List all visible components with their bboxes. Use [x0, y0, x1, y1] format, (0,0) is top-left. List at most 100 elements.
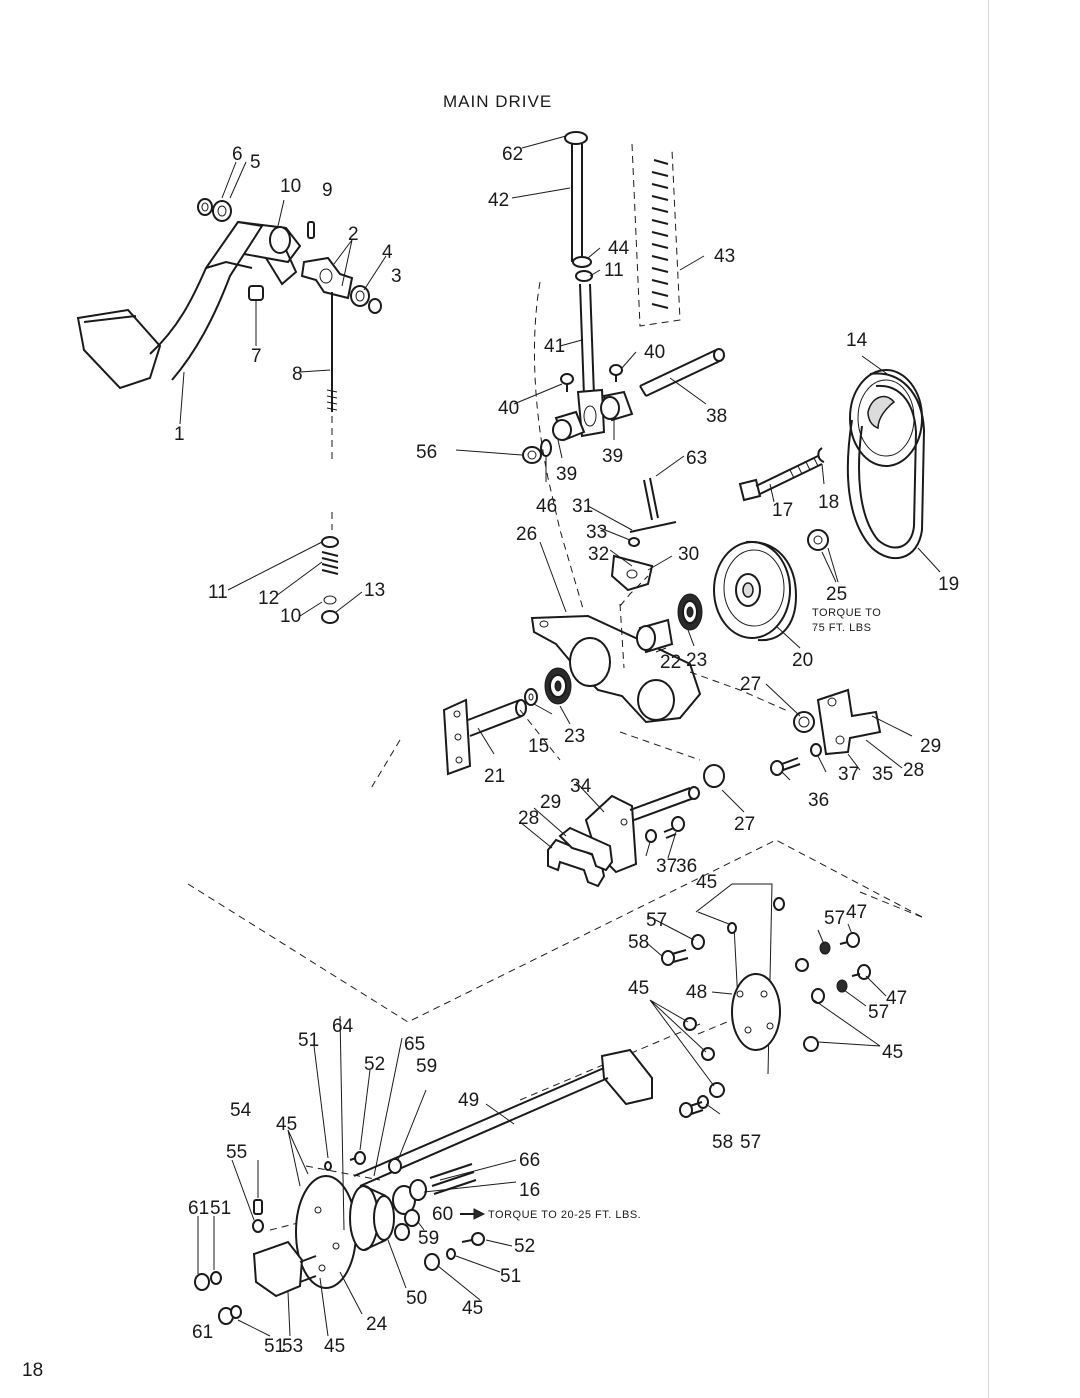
housing-53	[252, 1240, 317, 1298]
callout-58-upper: 58	[628, 932, 649, 953]
shim-28-29	[547, 826, 614, 888]
callout-11-lower: 11	[208, 582, 228, 603]
bracket-30	[610, 554, 654, 592]
callout-33: 33	[586, 522, 607, 543]
screw-52-upper	[349, 1151, 366, 1165]
bolt-36-left	[663, 816, 685, 839]
callout-16: 16	[519, 1180, 540, 1201]
callout-58-lower: 58	[712, 1132, 733, 1153]
bushing-27-upper	[793, 711, 815, 733]
torque-arrow	[460, 1208, 486, 1220]
belt-19	[846, 372, 926, 560]
callout-24: 24	[366, 1314, 388, 1335]
callout-26: 26	[516, 524, 537, 545]
callout-42: 42	[488, 190, 509, 211]
callout-60: 60	[432, 1204, 453, 1225]
screw-40-lower	[560, 373, 574, 392]
studs-66	[429, 1163, 477, 1195]
pin-9	[307, 221, 315, 239]
callout-55: 55	[226, 1142, 247, 1163]
flange-48	[731, 973, 781, 1051]
washer-3	[368, 298, 382, 314]
bushing-27-lower	[703, 764, 725, 788]
callout-50: 50	[406, 1288, 427, 1309]
washer-51-lower	[446, 1248, 456, 1260]
callout-61-lower: 61	[192, 1322, 213, 1343]
callout-59-upper: 59	[416, 1056, 437, 1077]
screw-52-lower	[461, 1232, 485, 1246]
washer-37-left	[645, 829, 657, 843]
callout-20: 20	[792, 650, 813, 671]
callout-28-right: 28	[903, 760, 924, 781]
callout-13: 13	[364, 580, 385, 601]
callout-44: 44	[608, 238, 630, 259]
callout-31: 31	[572, 496, 593, 517]
callout-57-upper: 57	[646, 910, 667, 931]
callout-40-upper: 40	[644, 342, 665, 363]
callout-53: 53	[282, 1336, 303, 1357]
bolt-58-upper	[661, 949, 689, 966]
callout-labels: 1 2 3 4 5 6 7 8 9 10 10 11 11 12 13 14 1…	[174, 144, 959, 1357]
torque-note-25-line2: 75 FT. LBS	[812, 622, 871, 634]
washer-6	[197, 198, 213, 216]
washer-37-right	[810, 743, 822, 757]
callout-52-upper: 52	[364, 1054, 385, 1075]
callout-14: 14	[846, 330, 868, 351]
callout-36-left: 36	[676, 856, 697, 877]
callout-29-left: 29	[540, 792, 561, 813]
callout-45-top: 45	[696, 872, 717, 893]
callout-5: 5	[250, 152, 261, 173]
callout-45-base: 45	[324, 1336, 345, 1357]
callout-43: 43	[714, 246, 735, 267]
lockwasher-57-right	[819, 941, 848, 993]
plate-shaft-21	[442, 698, 527, 776]
rod-42	[571, 144, 583, 262]
pulley-14	[849, 369, 923, 467]
callout-34: 34	[570, 776, 592, 797]
washer-57-lower	[697, 1095, 709, 1109]
pad-7	[248, 285, 264, 301]
callout-35: 35	[872, 764, 893, 785]
washer-44	[572, 256, 592, 268]
nut-25	[807, 529, 829, 551]
page-title: MAIN DRIVE	[443, 92, 553, 111]
callout-54: 54	[230, 1100, 252, 1121]
callout-6: 6	[232, 144, 243, 165]
callout-57-right-bottom: 57	[868, 1002, 889, 1023]
callout-9: 9	[322, 180, 333, 201]
callout-49: 49	[458, 1090, 479, 1111]
nut-56	[522, 446, 542, 464]
washer-54	[252, 1219, 264, 1233]
bolt-17	[738, 455, 823, 502]
callout-45-right: 45	[882, 1042, 903, 1063]
bolt-36-right	[770, 757, 801, 776]
shaft-38	[639, 348, 725, 397]
bearing-23-lower	[544, 667, 572, 705]
callout-40-lower: 40	[498, 398, 519, 419]
callout-64: 64	[332, 1016, 354, 1037]
callout-39-left: 39	[556, 464, 577, 485]
washer-10	[323, 595, 337, 605]
callout-56: 56	[416, 442, 437, 463]
nut-11-upper	[575, 270, 593, 282]
page-edge-line	[988, 0, 989, 1398]
callout-45-bottom: 45	[462, 1298, 483, 1319]
arm-31	[629, 521, 677, 533]
callout-36-right: 36	[808, 790, 829, 811]
pin-63	[643, 477, 659, 521]
bolts-47	[839, 932, 871, 980]
callout-61-upper: 61	[188, 1198, 209, 1219]
callout-32: 32	[588, 544, 609, 565]
page-number: 18	[22, 1360, 44, 1381]
callout-29-right: 29	[920, 736, 941, 757]
callout-51-right: 51	[500, 1266, 521, 1287]
nut-4	[350, 285, 370, 307]
callout-21: 21	[484, 766, 505, 787]
washer-51-left	[210, 1271, 222, 1285]
callout-57-lower: 57	[740, 1132, 761, 1153]
torque-note-25-line1: TORQUE TO	[812, 607, 881, 619]
callout-15: 15	[528, 736, 549, 757]
callout-45-hub: 45	[276, 1114, 297, 1135]
callout-7: 7	[251, 346, 262, 367]
bolts-60	[394, 1209, 420, 1241]
